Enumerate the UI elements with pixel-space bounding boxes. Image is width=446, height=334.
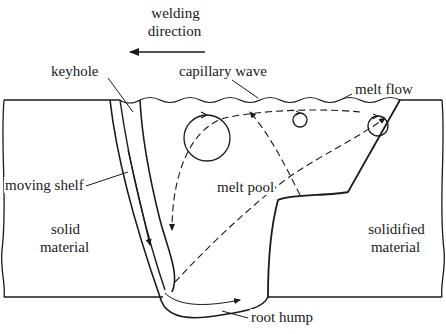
label-text: solid material — [40, 221, 90, 255]
label-text: melt pool — [216, 179, 275, 195]
plate-top — [400, 99, 442, 100]
direction-arrow — [130, 51, 205, 53]
label-text: moving shelf — [4, 177, 85, 193]
label-text: solidified material — [367, 221, 425, 255]
part-label: melt flow — [354, 80, 434, 98]
vortex — [184, 115, 230, 161]
root-flow — [165, 293, 240, 304]
part-label: root hump — [250, 308, 330, 326]
flow-line — [172, 110, 360, 230]
direction-label: welding direction — [135, 4, 215, 40]
keyhole-rear-wall — [140, 100, 175, 292]
label-text: keyhole — [50, 63, 99, 79]
plate-top — [4, 99, 120, 100]
part-label: capillary wave — [178, 62, 288, 80]
label-text: melt flow — [354, 81, 414, 97]
shelf-arrow — [128, 150, 150, 245]
vortex — [293, 113, 307, 127]
plate-end — [442, 100, 445, 297]
label-text: root hump — [250, 309, 314, 325]
plate-end — [2, 100, 5, 297]
vortex — [368, 116, 388, 136]
melt-front — [110, 100, 160, 297]
leader-line — [342, 94, 352, 99]
plate-bottom — [268, 296, 442, 297]
part-label: keyhole — [50, 62, 130, 80]
label-text: welding direction — [148, 5, 202, 39]
capillary-wave — [140, 98, 400, 103]
part-label: moving shelf — [4, 176, 94, 194]
leader-line — [86, 172, 128, 186]
keyhole-opening — [120, 100, 140, 103]
label-text: capillary wave — [178, 63, 268, 79]
part-label: melt pool — [216, 178, 296, 196]
leader-line — [232, 80, 258, 98]
flow-line — [175, 118, 385, 282]
melt-rear — [268, 100, 400, 297]
region-label: solid material — [30, 220, 100, 256]
plate-bottom — [4, 296, 163, 297]
region-label: solidified material — [356, 220, 436, 256]
leader-line — [108, 78, 133, 112]
leader-line — [222, 311, 248, 318]
